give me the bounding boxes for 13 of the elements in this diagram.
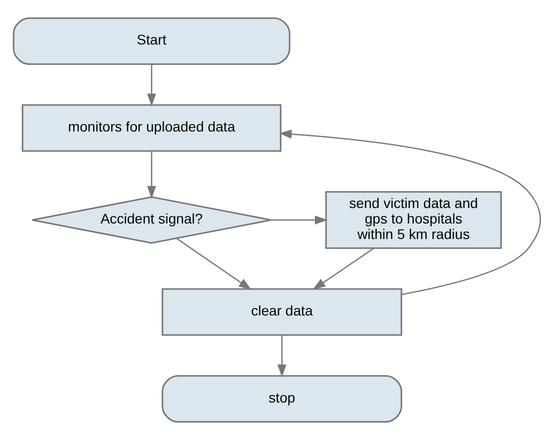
arrow [176,238,252,290]
arrow [278,129,541,295]
arrow [277,334,286,377]
node-box: clear data [162,288,402,336]
node-box: monitors for uploaded data [22,104,282,152]
node-diamond: Accident signal? [31,196,272,244]
arrow [271,215,328,224]
arrow [147,150,156,198]
arrow [312,247,374,290]
node-box: Start [12,16,290,64]
node-box: send victim data and gps to hospitals within 5 km radius [325,190,502,248]
node-box: stop [162,374,402,422]
arrow [147,64,156,106]
